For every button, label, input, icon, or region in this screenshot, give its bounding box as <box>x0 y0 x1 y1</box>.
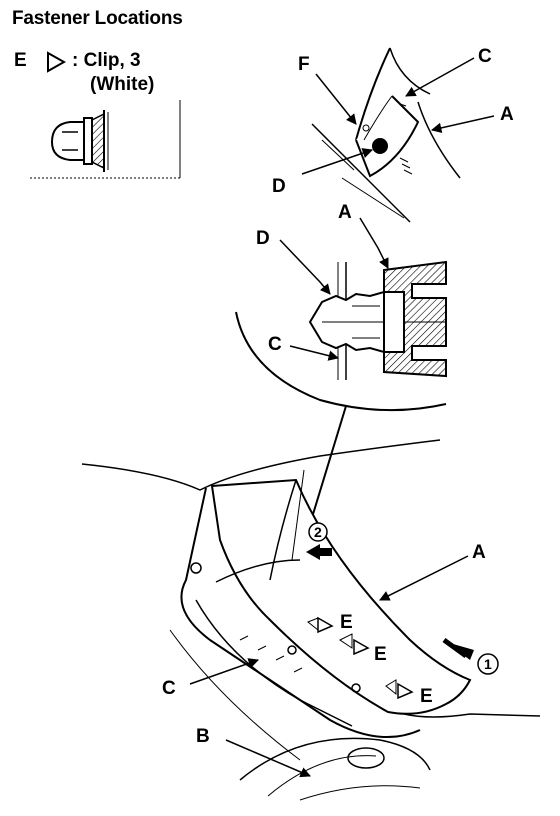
step-2-badge <box>308 522 328 542</box>
label-c-main: C <box>162 678 176 699</box>
page-title: Fastener Locations <box>12 8 183 29</box>
label-c-top: C <box>478 46 492 67</box>
triangle-outline-icon <box>397 682 414 700</box>
step-2-number: 2 <box>314 524 322 540</box>
clip-markers <box>307 616 414 700</box>
triangle-outline-icon <box>353 638 370 656</box>
label-a-main: A <box>472 542 486 563</box>
triangle-outline-icon <box>47 51 66 73</box>
label-b: B <box>196 726 210 747</box>
clip-legend-inset <box>30 100 181 179</box>
legend-clip-text: : Clip, 3 <box>72 50 141 71</box>
label-d-section: D <box>256 228 270 249</box>
detail-view-top <box>311 47 461 223</box>
label-e-1: E <box>340 612 353 633</box>
label-e-3: E <box>420 686 433 707</box>
label-a-section: A <box>338 202 352 223</box>
pillar-assembly <box>81 439 541 801</box>
step-1-badge <box>477 653 499 675</box>
clip-icon <box>50 110 109 172</box>
label-e-2: E <box>374 644 387 665</box>
legend-symbol-letter: E <box>14 50 27 71</box>
label-a-top: A <box>500 104 514 125</box>
label-d-top: D <box>272 176 286 197</box>
arrow-left-icon <box>306 544 332 560</box>
step-1-number: 1 <box>484 656 492 672</box>
clip-d-top-view <box>372 138 388 154</box>
legend-color-text: (White) <box>90 74 155 95</box>
magnified-cross-section <box>235 260 447 412</box>
label-f: F <box>298 54 310 75</box>
label-c-section: C <box>268 334 282 355</box>
